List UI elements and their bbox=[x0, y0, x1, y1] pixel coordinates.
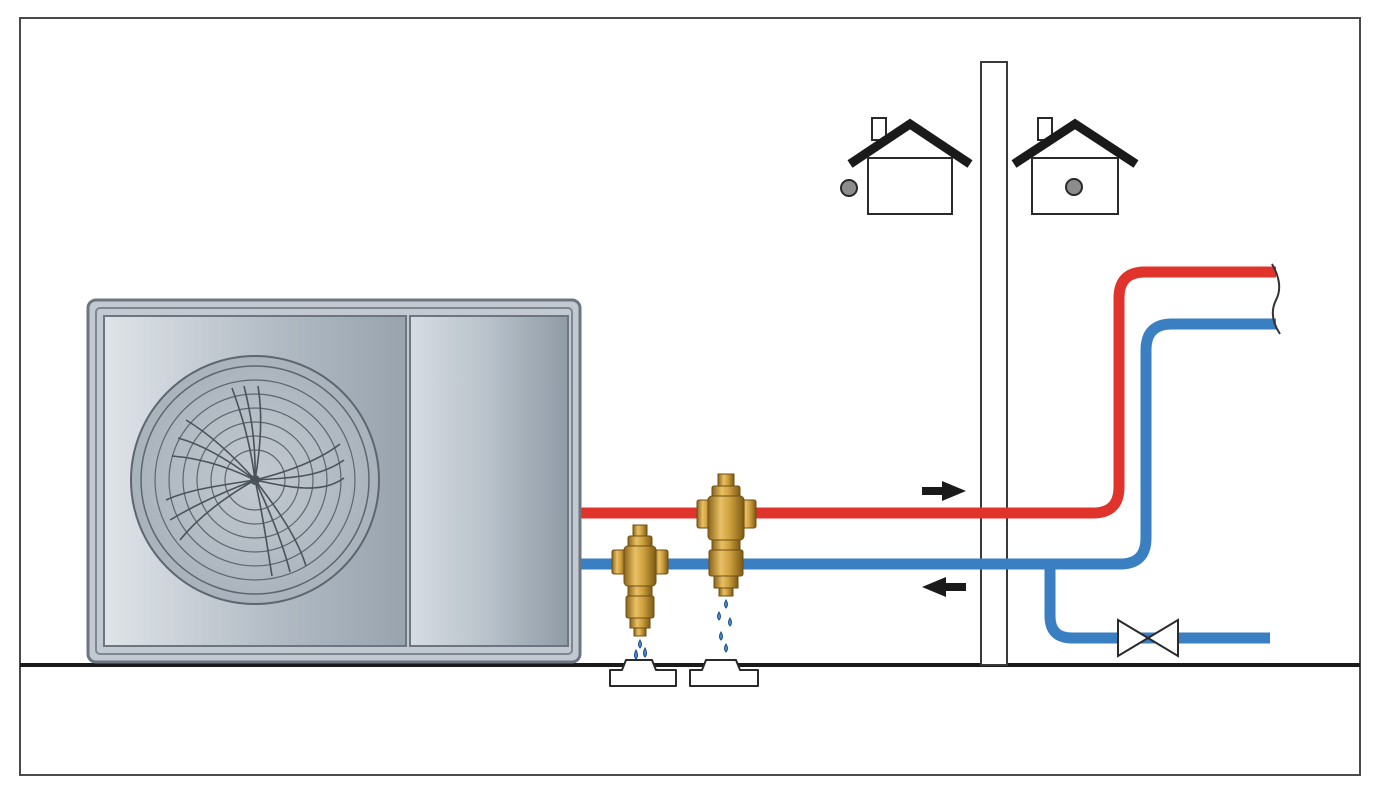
building-wall bbox=[980, 61, 1008, 666]
gate-valve bbox=[1117, 618, 1179, 658]
house-icon-outside bbox=[840, 117, 973, 215]
flow-arrow-to-building bbox=[922, 481, 966, 501]
pipe-break-symbol bbox=[1271, 263, 1281, 335]
fan-icon bbox=[130, 355, 380, 605]
flow-arrow-to-unit bbox=[922, 577, 966, 597]
anti-freeze-valve-1 bbox=[611, 524, 669, 637]
house-icon-inside bbox=[1011, 117, 1139, 215]
drain-tray-2 bbox=[689, 659, 759, 687]
drain-tray-1 bbox=[609, 659, 677, 687]
return-pipe bbox=[578, 318, 1276, 644]
water-drops-2 bbox=[717, 599, 732, 653]
heat-pump-outdoor-unit bbox=[86, 298, 582, 664]
side-panel bbox=[409, 315, 569, 647]
supply-pipe bbox=[570, 266, 1276, 519]
anti-freeze-valve-2 bbox=[696, 473, 757, 597]
